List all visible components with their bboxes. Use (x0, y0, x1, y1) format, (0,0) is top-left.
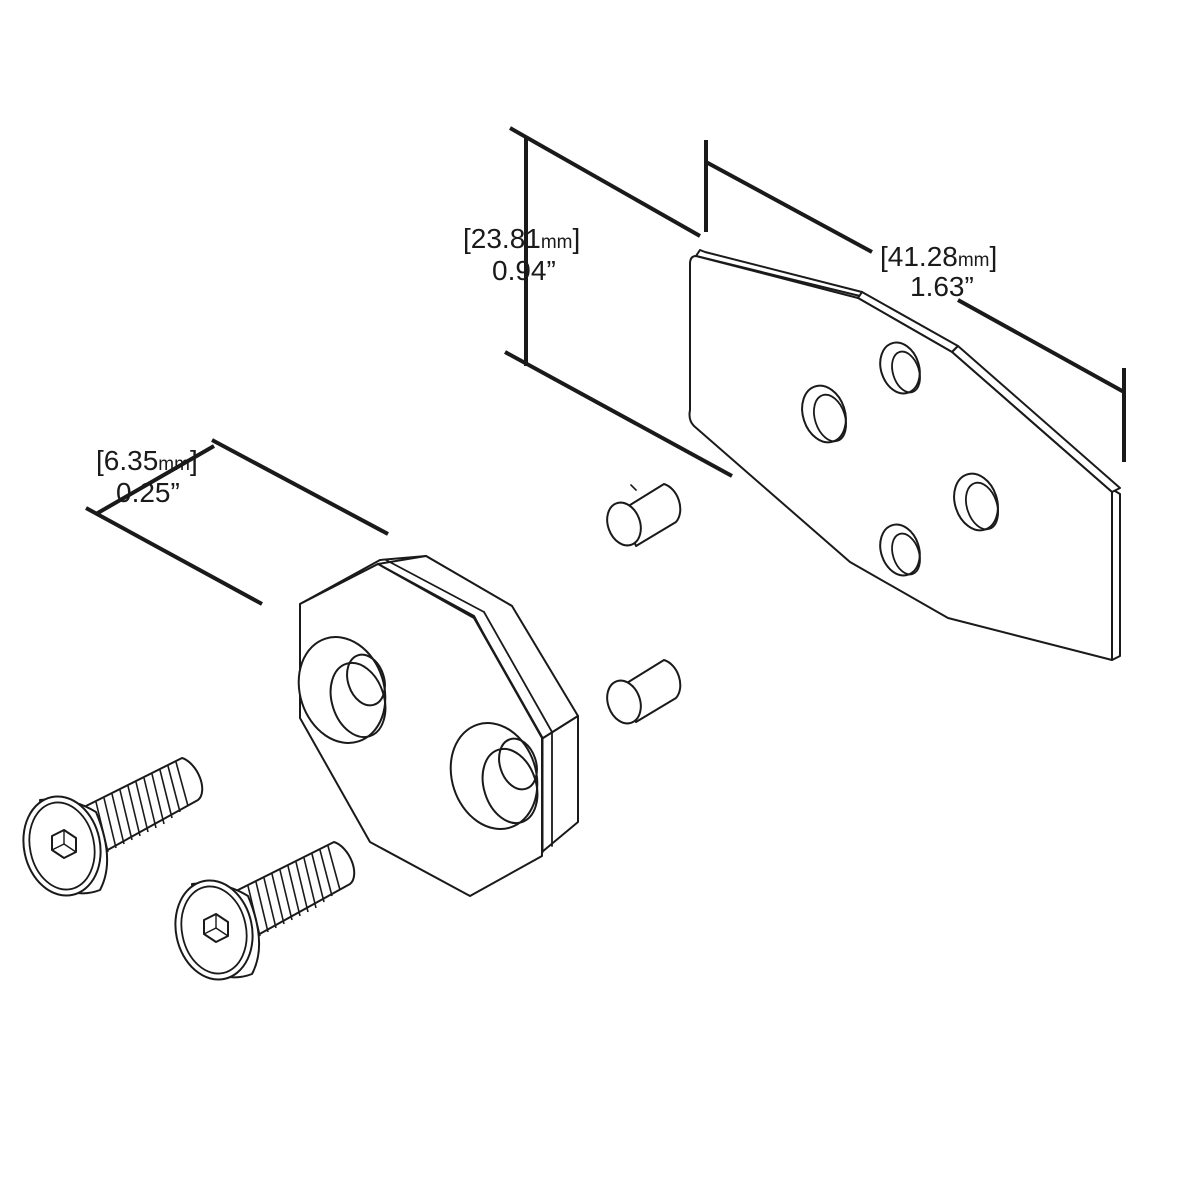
octagon-countersunk-hole (449, 722, 539, 830)
height-extension-top (509, 126, 701, 238)
backing-plate-face (688, 255, 1113, 661)
width-dimension-line-right (957, 298, 1125, 394)
thickness-dimension-line (95, 444, 215, 516)
height-label-mm: [23.81mm] (463, 223, 580, 254)
octagon-mount (297, 555, 579, 897)
thickness-extension-top (211, 438, 389, 536)
thickness-label-mm: [6.35mm] (96, 445, 198, 476)
width-label-mm: [41.28mm] (880, 241, 997, 272)
width-dimension: [41.28mm] 1.63” (704, 140, 1126, 462)
backing-plate-hole (879, 341, 921, 395)
octagon-side-face (539, 715, 579, 853)
dowel-pin (606, 483, 682, 547)
octagon-countersunk-hole (297, 636, 387, 744)
width-label-in: 1.63” (910, 271, 974, 302)
backing-plate (688, 249, 1121, 661)
height-extension-bottom (504, 350, 733, 478)
width-dimension-line-left (705, 160, 873, 254)
height-label-in: 0.94” (492, 255, 556, 286)
backing-plate-hole (801, 384, 847, 444)
thickness-dimension: [6.35mm] 0.25” (85, 438, 389, 606)
thickness-label-in: 0.25” (116, 477, 180, 508)
flat-head-screw (174, 841, 356, 981)
backing-plate-hole (953, 472, 999, 532)
flat-head-screw (22, 757, 204, 897)
backing-plate-hole (879, 523, 921, 577)
height-dimension: [23.81mm] 0.94” (463, 126, 733, 478)
dowel-pin (606, 659, 682, 725)
thickness-extension-bottom (85, 506, 263, 606)
